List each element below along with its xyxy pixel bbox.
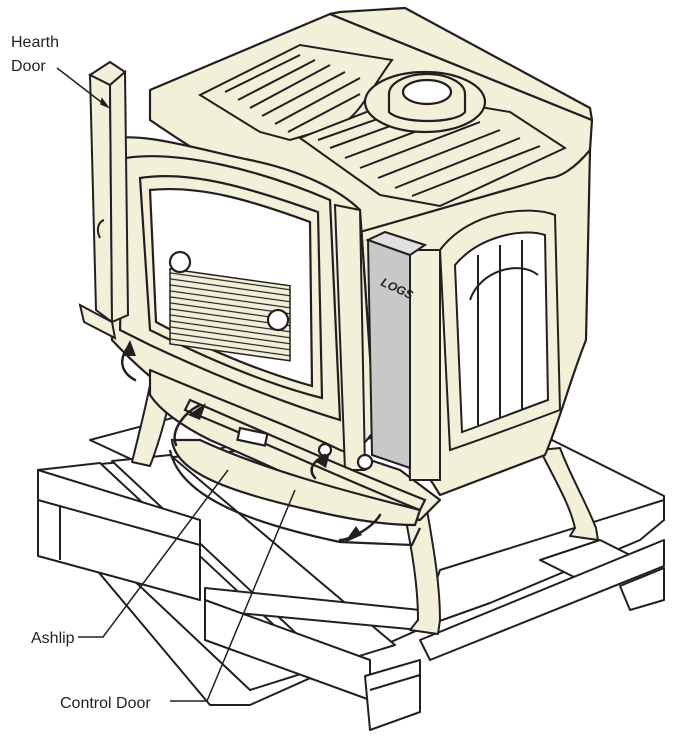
stove-door xyxy=(118,155,342,422)
direction-arrows xyxy=(121,340,382,543)
ashlip-arrow-left-icon xyxy=(173,403,202,447)
ashlip-arrow-right-icon xyxy=(338,513,382,542)
wooden-pallet xyxy=(37,383,665,731)
control-door-label: Control Door xyxy=(60,695,151,712)
hearth-door-label: Hearth xyxy=(11,34,60,51)
side-window xyxy=(438,209,562,452)
control-door-ashlip xyxy=(168,398,427,547)
control-door-arrow-icon xyxy=(310,453,327,480)
top-grates xyxy=(197,43,568,208)
hearth-door-panel xyxy=(78,60,130,340)
flue-collar xyxy=(363,70,487,134)
leader-lines xyxy=(56,67,296,702)
logs-box xyxy=(365,230,428,470)
ashlip-label: Ashlip xyxy=(31,630,75,647)
hearth-door-label-line2: Door xyxy=(11,58,46,75)
